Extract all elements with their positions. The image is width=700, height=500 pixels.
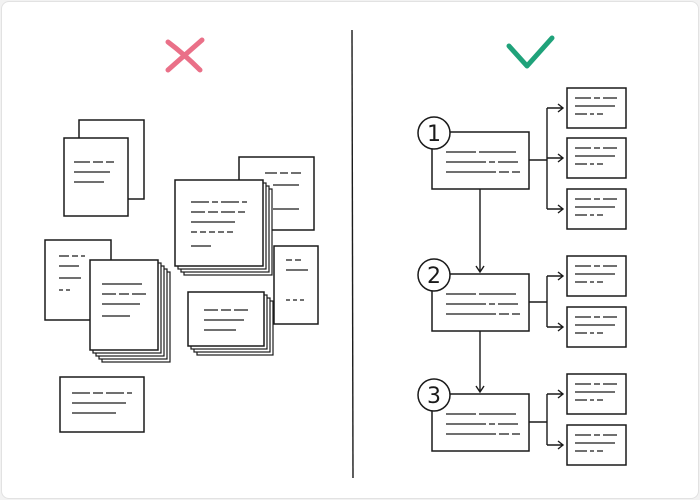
document-card: [187, 291, 274, 356]
card-outline: [566, 373, 627, 415]
document-card: [273, 245, 319, 325]
cross-icon: [165, 37, 205, 73]
card-outline: [273, 245, 319, 325]
card-outline: [187, 291, 265, 347]
left-panel-disorganized: [44, 119, 319, 433]
arrow: [547, 153, 565, 163]
arrow: [547, 271, 565, 281]
sub-item-card: [566, 255, 627, 297]
document-card: [89, 259, 171, 363]
card-outline: [566, 306, 627, 348]
check-icon: [506, 35, 555, 69]
arrow: [547, 204, 565, 214]
arrow: [547, 103, 565, 113]
step-number-badge: 2: [417, 258, 451, 292]
card-outline: [89, 259, 159, 351]
step-2: 2: [417, 255, 627, 348]
arrow: [547, 389, 565, 399]
step-number: 3: [427, 384, 441, 409]
flow-arrow: [475, 189, 485, 274]
card-outline: [174, 179, 264, 267]
sub-item-card: [566, 306, 627, 348]
card-outline: [566, 188, 627, 230]
card-outline: [566, 255, 627, 297]
sub-item-card: [566, 87, 627, 129]
badge-circle: [417, 116, 451, 150]
badge-circle: [417, 378, 451, 412]
card-outline: [566, 87, 627, 129]
sub-item-card: [566, 373, 627, 415]
step-number-badge: 3: [417, 378, 451, 412]
document-card: [174, 179, 273, 276]
card-outline: [566, 137, 627, 179]
arrow: [547, 322, 565, 332]
sub-item-card: [566, 188, 627, 230]
card-outline: [59, 376, 145, 433]
document-card: [59, 376, 145, 433]
step-number: 1: [427, 122, 441, 147]
step-number-badge: 1: [417, 116, 451, 150]
flow-arrow: [475, 331, 485, 394]
step-1: 1: [417, 87, 627, 230]
sub-item-card: [566, 137, 627, 179]
card-outline: [566, 424, 627, 466]
document-card: [63, 137, 129, 217]
right-panel-organized: 1 2 3: [417, 87, 627, 466]
divider: [351, 29, 354, 479]
card-outline: [63, 137, 129, 217]
badge-circle: [417, 258, 451, 292]
sub-item-card: [566, 424, 627, 466]
arrow: [547, 440, 565, 450]
step-number: 2: [427, 264, 441, 289]
step-3: 3: [417, 373, 627, 466]
